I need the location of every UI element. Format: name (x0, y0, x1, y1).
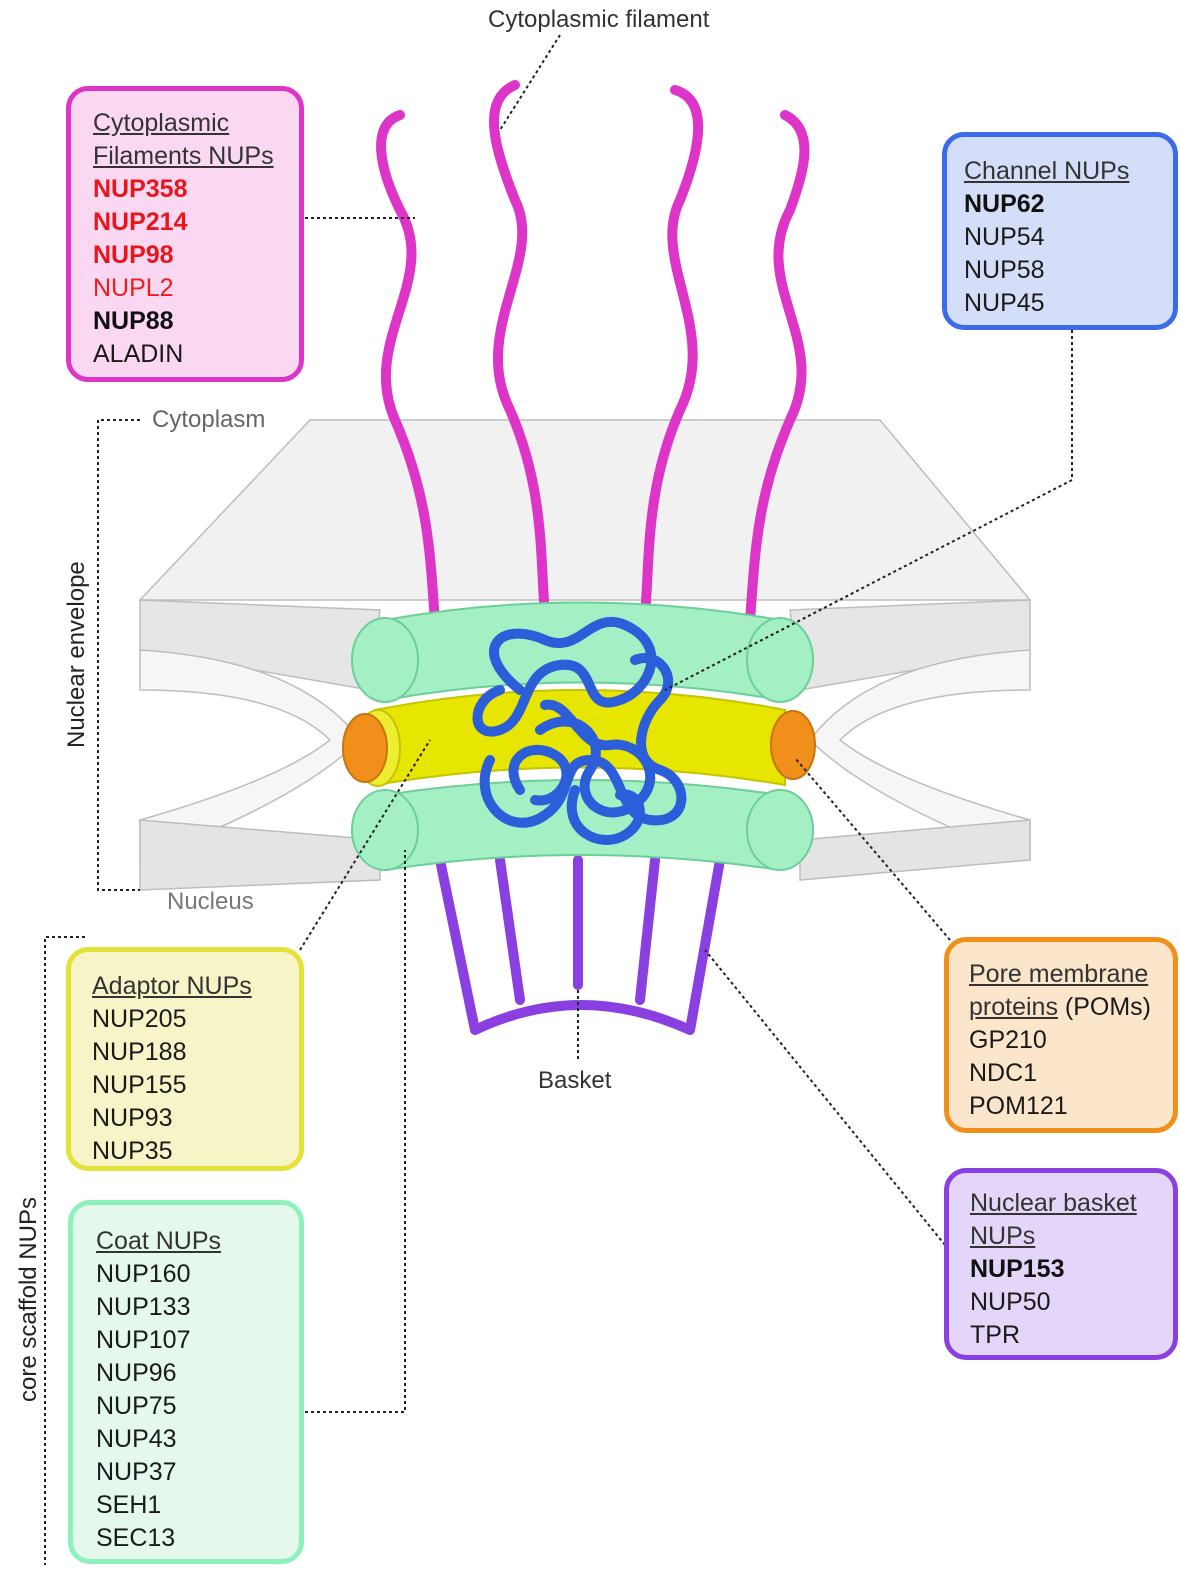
coat-ring-upper (385, 603, 780, 701)
pom-left (343, 714, 387, 782)
adaptor-item-nup35: NUP35 (92, 1135, 299, 1168)
adaptor-nups-box: Adaptor NUPs NUP205 NUP188 NUP155 NUP93 … (66, 947, 304, 1171)
envelope-top-face (140, 420, 1030, 600)
coat-item-nup43: NUP43 (96, 1423, 299, 1456)
coat-ring-lower-right-end (747, 790, 813, 870)
coat-item-nup96: NUP96 (96, 1357, 299, 1390)
pom-box-title-2-suffix: (POMs) (1058, 993, 1151, 1021)
label-nuclear-envelope: Nuclear envelope (63, 561, 91, 748)
coat-item-nup160: NUP160 (96, 1258, 299, 1291)
coat-ring-upper-left-end (352, 618, 418, 702)
cyto-item-nup358: NUP358 (93, 173, 299, 206)
coat-item-nup133: NUP133 (96, 1291, 299, 1324)
channel-item-nup45: NUP45 (964, 287, 1173, 320)
coat-box-title: Coat NUPs (96, 1225, 299, 1258)
basket-item-nup50: NUP50 (970, 1286, 1173, 1319)
channel-item-nup54: NUP54 (964, 221, 1173, 254)
leader-basket-nups (705, 950, 945, 1245)
coat-ring-lower-left-end (352, 790, 418, 870)
channel-item-nup58: NUP58 (964, 254, 1173, 287)
label-core-scaffold: core scaffold NUPs (15, 1197, 43, 1402)
pore-core (343, 603, 815, 871)
pom-item-pom121: POM121 (969, 1090, 1173, 1123)
nuclear-basket (440, 860, 720, 1030)
label-basket: Basket (538, 1067, 611, 1095)
basket-item-nup153: NUP153 (970, 1253, 1173, 1286)
adaptor-item-nup188: NUP188 (92, 1036, 299, 1069)
cyto-item-nup214: NUP214 (93, 206, 299, 239)
adaptor-box-title: Adaptor NUPs (92, 970, 299, 1003)
pom-item-gp210: GP210 (969, 1024, 1173, 1057)
label-cytoplasm: Cytoplasm (152, 406, 265, 434)
cyto-item-nupl2: NUPL2 (93, 272, 299, 305)
pom-item-ndc1: NDC1 (969, 1057, 1173, 1090)
channel-item-nup62: NUP62 (964, 188, 1173, 221)
leader-coat (305, 850, 405, 1412)
basket-item-tpr: TPR (970, 1319, 1173, 1352)
pore-membrane-proteins-box: Pore membrane proteins (POMs) GP210 NDC1… (944, 937, 1178, 1133)
channel-nups-box: Channel NUPs NUP62 NUP54 NUP58 NUP45 (942, 132, 1178, 330)
nuclear-basket-nups-box: Nuclear basket NUPs NUP153 NUP50 TPR (944, 1168, 1178, 1360)
adaptor-ring (375, 690, 785, 785)
coat-item-seh1: SEH1 (96, 1489, 299, 1522)
basket-box-title-2: NUPs (970, 1220, 1173, 1253)
label-cytoplasmic-filament: Cytoplasmic filament (488, 6, 709, 34)
coat-item-nup37: NUP37 (96, 1456, 299, 1489)
adaptor-item-nup205: NUP205 (92, 1003, 299, 1036)
coat-item-nup75: NUP75 (96, 1390, 299, 1423)
adaptor-item-nup93: NUP93 (92, 1102, 299, 1135)
basket-box-title-1: Nuclear basket (970, 1187, 1173, 1220)
pom-box-title-1: Pore membrane (969, 958, 1173, 991)
channel-box-title: Channel NUPs (964, 155, 1173, 188)
coat-nups-box: Coat NUPs NUP160 NUP133 NUP107 NUP96 NUP… (68, 1200, 304, 1564)
pom-right (771, 711, 815, 779)
label-nucleus: Nucleus (167, 888, 254, 916)
cyto-item-aladin: ALADIN (93, 338, 299, 371)
cyto-item-nup88: NUP88 (93, 305, 299, 338)
bracket-nuclear-envelope (98, 420, 140, 890)
coat-item-sec13: SEC13 (96, 1522, 299, 1555)
envelope-bottom-right (800, 820, 1030, 880)
basket-rod-1 (500, 860, 520, 1000)
cyto-item-nup98: NUP98 (93, 239, 299, 272)
cyto-box-title-1: Cytoplasmic (93, 107, 299, 140)
pom-box-title-2: proteins (969, 993, 1058, 1021)
coat-ring-upper-right-end (747, 618, 813, 702)
adaptor-item-nup155: NUP155 (92, 1069, 299, 1102)
cytoplasmic-filaments-nups-box: Cytoplasmic Filaments NUPs NUP358 NUP214… (66, 86, 304, 382)
basket-rod-3 (640, 860, 655, 1000)
pom-box-title-2-row: proteins (POMs) (969, 991, 1173, 1024)
coat-item-nup107: NUP107 (96, 1324, 299, 1357)
cyto-box-title-2: Filaments NUPs (93, 140, 299, 173)
envelope-bottom-left (140, 820, 380, 890)
